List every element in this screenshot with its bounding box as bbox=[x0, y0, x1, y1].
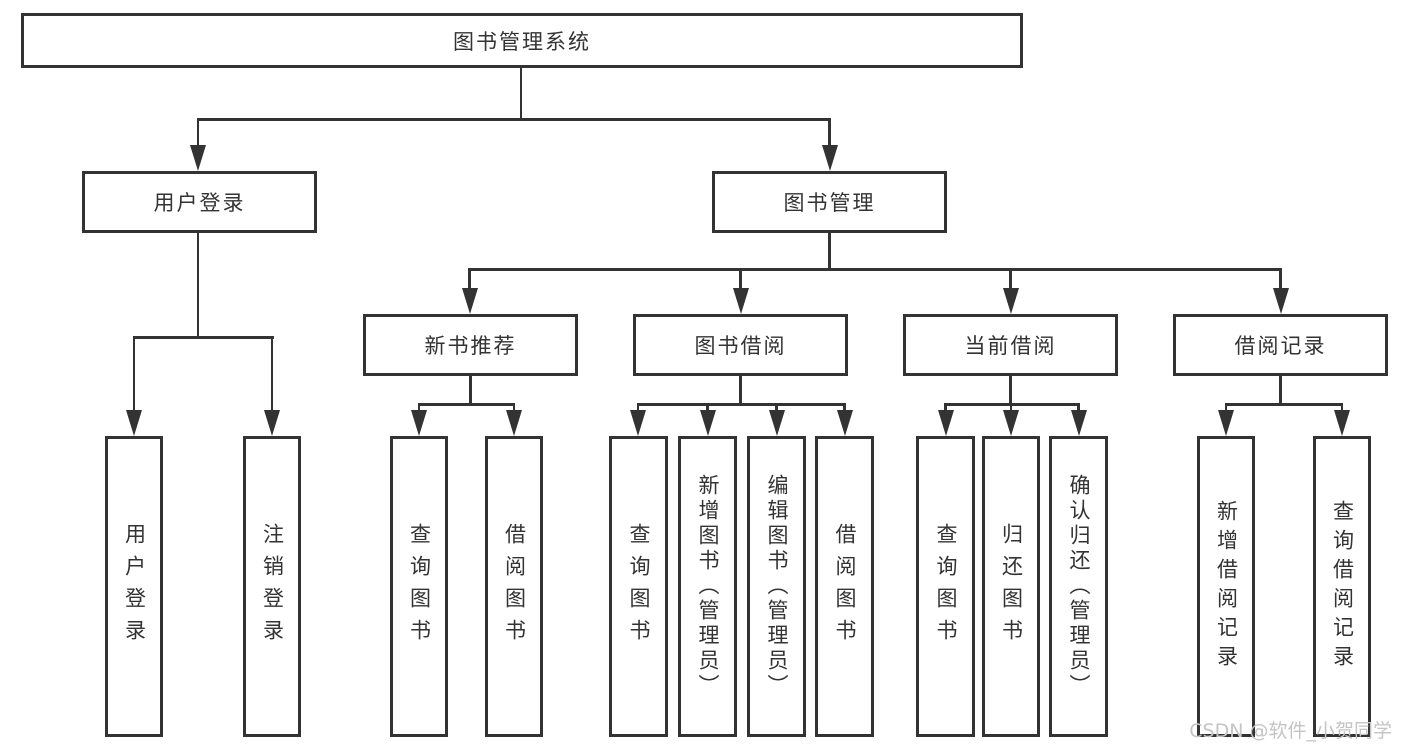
leaf-user-login: 用户登录 bbox=[105, 436, 163, 737]
connector-line bbox=[469, 374, 472, 405]
connector-line bbox=[828, 118, 831, 147]
leaf-add-books-admin: 新增图书（管理员） bbox=[678, 436, 737, 737]
connector-line bbox=[132, 336, 136, 412]
connector-line bbox=[1224, 403, 1343, 406]
connector-line bbox=[739, 374, 742, 405]
connector-line bbox=[636, 403, 640, 412]
connector-line bbox=[1340, 403, 1344, 412]
arrow-down-icon bbox=[1002, 288, 1019, 314]
connector-line bbox=[1077, 403, 1080, 412]
connector-line bbox=[512, 403, 516, 412]
leaf-add-borrow-record: 新增借阅记录 bbox=[1197, 436, 1255, 737]
arrow-down-icon bbox=[190, 145, 206, 171]
node-user-login: 用户登录 bbox=[82, 171, 317, 233]
connector-line bbox=[468, 268, 471, 292]
node-borrowing-records: 借阅记录 bbox=[1173, 314, 1388, 376]
arrow-down-icon bbox=[1272, 288, 1289, 314]
node-current-borrowing: 当前借阅 bbox=[903, 314, 1118, 376]
arrow-down-icon bbox=[1070, 410, 1087, 436]
connector-line bbox=[270, 336, 274, 412]
connector-line bbox=[706, 403, 709, 412]
node-book-management: 图书管理 bbox=[712, 171, 947, 233]
connector-line bbox=[196, 118, 831, 121]
arrow-down-icon bbox=[461, 288, 478, 314]
connector-line bbox=[944, 403, 947, 412]
connector-line bbox=[1009, 403, 1013, 412]
arrow-down-icon bbox=[1003, 410, 1019, 436]
leaf-confirm-return-admin: 确认归还（管理员） bbox=[1049, 436, 1108, 737]
csdn-watermark: CSDN @软件_小贺同学 bbox=[1189, 720, 1392, 742]
arrow-down-icon bbox=[821, 145, 838, 171]
arrow-down-icon bbox=[126, 410, 142, 436]
arrow-down-icon bbox=[264, 410, 280, 436]
connector-line bbox=[467, 268, 1282, 271]
arrow-down-icon bbox=[699, 410, 716, 436]
connector-line bbox=[775, 403, 778, 412]
connector-line bbox=[1009, 374, 1012, 405]
leaf-edit-books-admin: 编辑图书（管理员） bbox=[747, 436, 806, 737]
connector-line bbox=[1009, 268, 1012, 292]
connector-line bbox=[1224, 403, 1228, 412]
connector-line bbox=[132, 336, 274, 339]
leaf-logout: 注销登录 bbox=[243, 436, 301, 737]
arrow-down-icon bbox=[630, 410, 646, 436]
node-book-borrowing: 图书借阅 bbox=[633, 314, 848, 376]
arrow-down-icon bbox=[937, 410, 954, 436]
arrow-down-icon bbox=[506, 410, 522, 436]
connector-line bbox=[828, 231, 831, 270]
node-library-management-system: 图书管理系统 bbox=[21, 13, 1023, 68]
connector-line bbox=[417, 403, 421, 412]
arrow-down-icon bbox=[411, 410, 427, 436]
connector-line bbox=[1279, 374, 1282, 405]
node-new-book-recommendation: 新书推荐 bbox=[363, 314, 578, 376]
leaf-return-books: 归还图书 bbox=[982, 436, 1040, 737]
connector-line bbox=[196, 118, 200, 147]
leaf-query-books-current: 查询图书 bbox=[916, 436, 975, 737]
arrow-down-icon bbox=[1218, 410, 1234, 436]
connector-line bbox=[519, 66, 523, 120]
connector-line bbox=[843, 403, 846, 412]
connector-line bbox=[636, 403, 846, 406]
arrow-down-icon bbox=[768, 410, 785, 436]
leaf-query-books-recommend: 查询图书 bbox=[390, 436, 448, 737]
arrow-down-icon bbox=[836, 410, 853, 436]
leaf-query-borrow-record: 查询借阅记录 bbox=[1313, 436, 1371, 737]
arrow-down-icon bbox=[732, 288, 749, 314]
arrow-down-icon bbox=[1334, 410, 1350, 436]
connector-line bbox=[417, 403, 516, 406]
leaf-borrow-books-recommend: 借阅图书 bbox=[485, 436, 543, 737]
connector-line bbox=[1279, 268, 1282, 292]
leaf-query-books-borrowing: 查询图书 bbox=[609, 436, 668, 737]
connector-line bbox=[739, 268, 742, 292]
leaf-borrow-books-borrowing: 借阅图书 bbox=[815, 436, 874, 737]
connector-line bbox=[196, 231, 200, 338]
